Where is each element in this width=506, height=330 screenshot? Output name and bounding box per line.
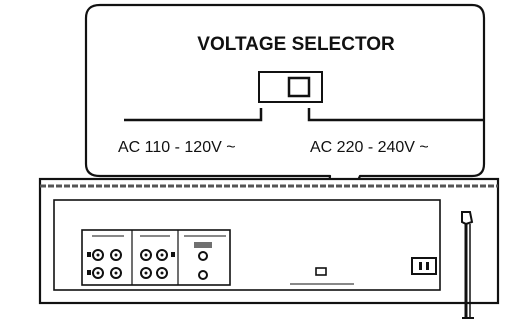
rca-jack bbox=[156, 249, 168, 261]
callout-title: VOLTAGE SELECTOR bbox=[197, 34, 395, 55]
right-position-bracket bbox=[307, 108, 484, 122]
rear-panel bbox=[38, 177, 500, 305]
ac-220-240v-label: AC 220 - 240V ~ bbox=[310, 139, 429, 156]
ac-outlet bbox=[411, 257, 437, 275]
rca-jack bbox=[92, 249, 104, 261]
rca-jack bbox=[156, 267, 168, 279]
power-cord bbox=[461, 211, 474, 319]
rca-jack bbox=[140, 267, 152, 279]
left-position-bracket bbox=[124, 108, 263, 122]
rca-terminal-block bbox=[81, 229, 231, 286]
din-jack bbox=[198, 251, 208, 261]
rca-jack bbox=[140, 249, 152, 261]
rca-jack bbox=[92, 267, 104, 279]
din-jack bbox=[198, 270, 208, 280]
panel-voltage-selector[interactable] bbox=[290, 267, 354, 285]
voltage-selector-switch-knob[interactable] bbox=[287, 76, 311, 98]
rca-jack bbox=[110, 249, 122, 261]
ac-110-120v-label: AC 110 - 120V ~ bbox=[118, 139, 236, 156]
rca-jack bbox=[110, 267, 122, 279]
